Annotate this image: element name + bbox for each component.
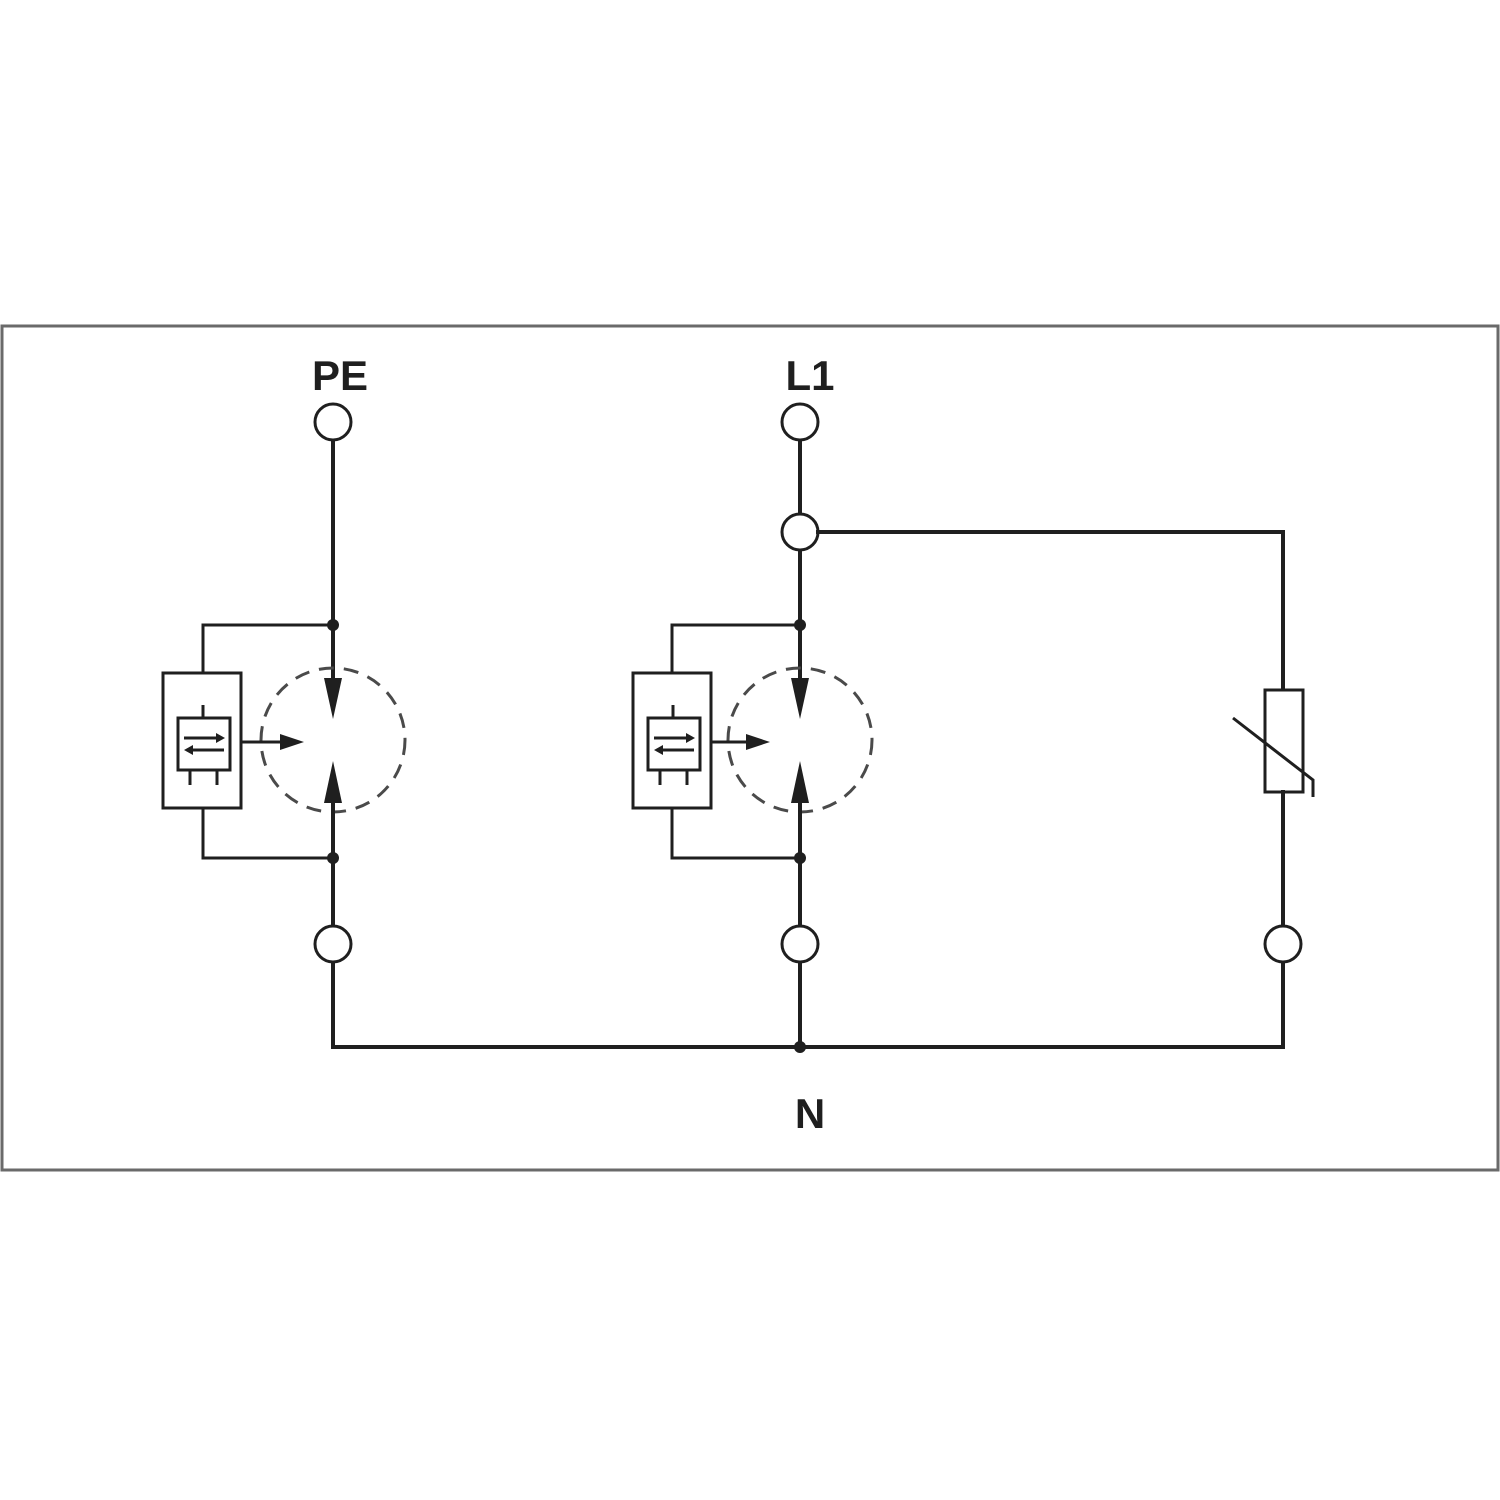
pe-junction-top bbox=[327, 619, 339, 631]
pe-trigger-wire-bottom bbox=[201, 808, 333, 860]
l1-branch bbox=[631, 402, 874, 1049]
diagram-frame bbox=[0, 324, 1500, 1172]
pe-trigger-arrow-right-icon bbox=[216, 733, 225, 743]
l1-trigger-signal-arrow-icon bbox=[746, 734, 770, 750]
n-junction bbox=[794, 1041, 806, 1053]
l1-trigger-arrow-left-icon bbox=[654, 745, 663, 755]
pe-gap-electrode-top bbox=[324, 678, 342, 719]
l1-trigger-arrow-right-icon bbox=[686, 733, 695, 743]
l1-junction-top bbox=[794, 619, 806, 631]
pe-junction-bottom bbox=[327, 852, 339, 864]
pe-trigger-signal-arrow-icon bbox=[280, 734, 304, 750]
l1-trigger-element bbox=[646, 716, 702, 772]
pe-trigger-arrow-left-icon bbox=[184, 745, 193, 755]
varistor-nonlinear-mark-icon bbox=[1232, 716, 1315, 797]
label-l1: L1 bbox=[785, 352, 834, 399]
pe-terminal bbox=[313, 402, 353, 442]
varistor-wire-top bbox=[816, 530, 1285, 692]
pe-trigger-wire-top bbox=[201, 623, 333, 673]
varistor-branch bbox=[816, 530, 1315, 1049]
varistor-body bbox=[1263, 688, 1305, 794]
pe-branch bbox=[161, 402, 407, 1049]
l1-junction-bottom bbox=[794, 852, 806, 864]
l1-tap-terminal bbox=[780, 512, 820, 552]
l1-trigger-wire-bottom bbox=[670, 808, 800, 860]
l1-trigger-wire-top bbox=[670, 623, 800, 673]
pe-gap-electrode-bottom bbox=[324, 761, 342, 803]
l1-gap-electrode-bottom bbox=[791, 761, 809, 803]
varistor-terminal bbox=[1263, 924, 1303, 964]
label-n: N bbox=[795, 1090, 825, 1137]
label-pe: PE bbox=[312, 352, 368, 399]
pe-terminal-lower bbox=[313, 924, 353, 964]
l1-gap-electrode-top bbox=[791, 678, 809, 719]
l1-terminal bbox=[780, 402, 820, 442]
pe-trigger-element bbox=[176, 716, 232, 772]
l1-terminal-lower bbox=[780, 924, 820, 964]
